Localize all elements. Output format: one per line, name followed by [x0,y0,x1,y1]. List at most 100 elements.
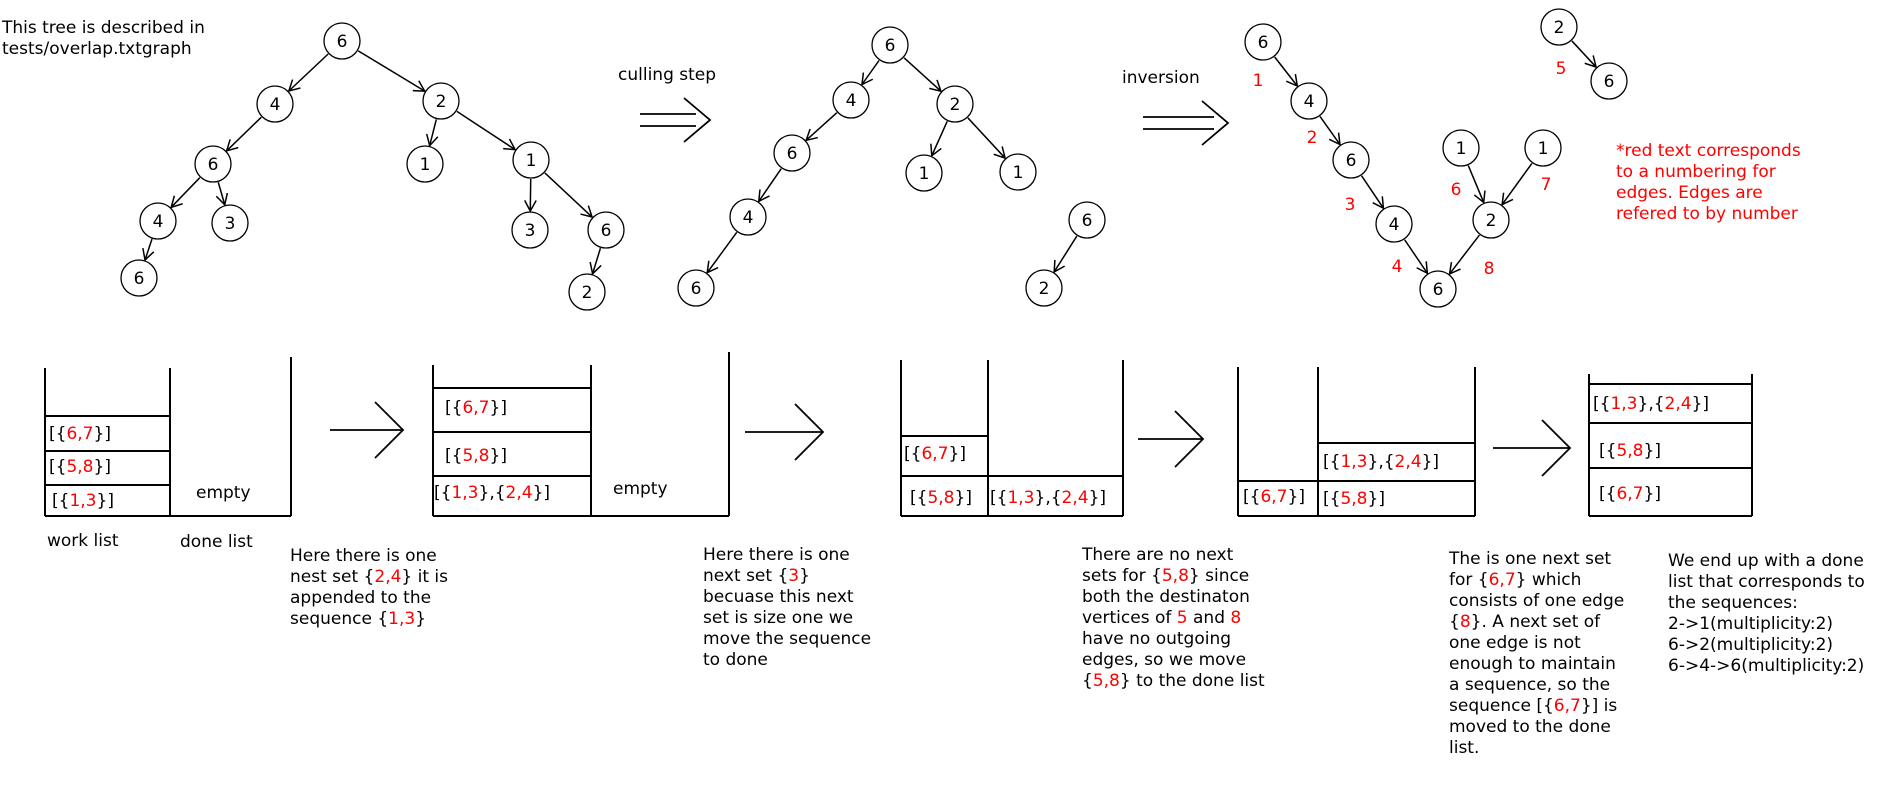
caption-line: a sequence, so the [1449,675,1624,696]
header-note: This tree is described in tests/overlap.… [2,18,205,60]
stage3-done-row-1: [{1,3},{2,4}] [990,488,1106,509]
sequence-text: [{ [910,488,927,508]
sequence-text: }] [94,457,111,477]
caption-line: 2->1(multiplicity:2) [1668,614,1865,635]
caption-edge-ref: 8 [1460,612,1471,632]
edge-number: 3 [1345,195,1356,215]
sequence-text: [{ [904,444,921,464]
caption-text: The is one next set [1449,549,1611,569]
caption-text: }. A next set of [1471,612,1601,632]
caption-line: sets for {5,8} since [1082,566,1265,587]
sequence-text: }] [94,424,111,444]
caption-edge-ref: 5,8 [1162,566,1189,586]
stage1-empty-label: empty [196,483,251,504]
work-list-label: work list [47,531,119,552]
sequence-text: [{ [49,457,66,477]
sequence-edge-ref: 2,4 [1665,394,1692,414]
caption-edge-ref: 5,8 [1093,671,1120,691]
sequence-edge-ref: 5,8 [462,446,489,466]
sequence-text: [{ [1599,441,1616,461]
edge-number: 1 [1253,71,1264,91]
tree-edge [968,118,1005,158]
tree-node-label: 2 [1486,211,1497,231]
sequence-text: },{ [479,483,506,503]
stage3-work-row-2: [{5,8}] [910,488,972,509]
caption-text: nest set { [290,567,374,587]
caption-line: There are no next [1082,545,1265,566]
sequence-text: },{ [1368,452,1395,472]
tree-edge [227,117,262,151]
stage4-done-row-1: [{1,3},{2,4}] [1323,452,1439,473]
sequence-text: }] [955,488,972,508]
tree-node-label: 6 [691,279,702,299]
sequence-text: },{ [1638,394,1665,414]
sequence-edge-ref: 1,3 [1610,394,1637,414]
caption-line: move the sequence [703,629,871,650]
caption-line: becuase this next [703,587,871,608]
stage3-work-row-1: [{6,7}] [904,444,966,465]
caption-text: 2->1(multiplicity:2) [1668,614,1833,634]
caption-text: list. [1449,738,1479,758]
tree-node-label: 6 [1082,211,1093,231]
sequence-text: }] [490,398,507,418]
caption-text: Here there is one [290,546,437,566]
caption-line: list that corresponds to [1668,572,1865,593]
tree-node-label: 6 [134,269,145,289]
sequence-edge-ref: 2,4 [506,483,533,503]
caption-line: both the destinaton [1082,587,1265,608]
sequence-text: }] [490,446,507,466]
sequence-edge-ref: 6,7 [1260,487,1287,507]
tree-edge [358,51,425,91]
tree-node-label: 1 [1538,139,1549,159]
caption-text: to done [703,650,768,670]
sequence-edge-ref: 5,8 [66,457,93,477]
caption-text: and [1188,608,1231,628]
caption-text: for { [1449,570,1489,590]
caption-text: a sequence, so the [1449,675,1610,695]
edge-number: 6 [1451,180,1462,200]
sequence-text: }] [97,491,114,511]
caption-text: both the destinaton [1082,587,1250,607]
caption-text: } it is [401,567,448,587]
caption-edge-ref: 5 [1177,608,1188,628]
tree-node-label: 2 [1554,18,1565,38]
sequence-edge-ref: 1,3 [451,483,478,503]
tree-node-label: 6 [885,36,896,56]
stage5-row-2: [{5,8}] [1599,441,1661,462]
sequence-edge-ref: 1,3 [1007,488,1034,508]
stage5-row-3: [{6,7}] [1599,484,1661,505]
tree-edge [1275,57,1298,86]
stage2-row-2: [{5,8}] [445,446,507,467]
stage1-row-1: [{6,7}] [49,424,111,445]
double-arrow-head [1202,101,1228,145]
stage4-done-row-2: [{5,8}] [1323,489,1385,510]
tree-node-label: 4 [270,95,281,115]
tree-edge [759,169,781,202]
caption-text: sets for { [1082,566,1162,586]
sequence-text: }] [1288,487,1305,507]
tree-node-label: 6 [1258,33,1269,53]
tree-node-label: 4 [1304,92,1315,112]
edge-number: 2 [1307,128,1318,148]
caption-edge-ref: 3 [788,566,799,586]
caption-text: list that corresponds to [1668,572,1865,592]
sequence-edge-ref: 2,4 [1395,452,1422,472]
caption-text: Here there is one [703,545,850,565]
caption-edge-ref: 6,7 [1554,696,1581,716]
tree-node-label: 4 [1389,215,1400,235]
tree-edge [1450,235,1480,274]
sequence-edge-ref: 5,8 [1340,489,1367,509]
caption-text: moved to the done [1449,717,1611,737]
sequence-text: }] [1644,441,1661,461]
sequence-edge-ref: 5,8 [927,488,954,508]
sequence-text: }] [1368,489,1385,509]
sequence-text: }] [949,444,966,464]
caption-line: {5,8} to the done list [1082,671,1265,692]
double-arrow-head [684,98,710,142]
caption-text: edges, so we move [1082,650,1246,670]
